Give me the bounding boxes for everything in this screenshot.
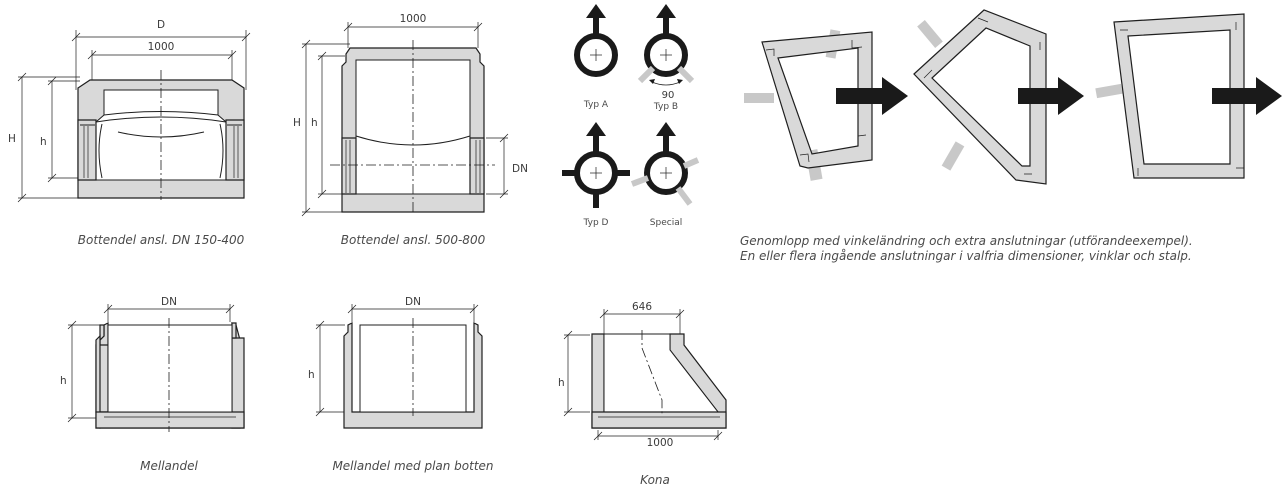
drawing-bottendel-small: D 1000 H h [8, 19, 251, 247]
dim-h: h [60, 375, 67, 387]
dim-1000: 1000 [400, 13, 427, 25]
dim-DN: DN [405, 296, 421, 308]
drawing-kona: 646 h 1000 Kona [558, 301, 727, 487]
dim-h: h [308, 369, 315, 381]
symbol-typ-d: Typ D [562, 122, 630, 228]
dim-D: D [157, 19, 165, 31]
drawing-mellandel-plan: DN h Mellandel med plan botten [308, 296, 494, 473]
genomlopp-example-1 [744, 29, 908, 181]
symbol-typ-a: Typ A [574, 4, 618, 110]
genomlopp-example-2 [913, 9, 1084, 185]
genomlopp-examples: Genomlopp med vinkeländring och extra an… [740, 9, 1282, 263]
dim-DN: DN [512, 163, 528, 175]
caption-genomlopp-line1: Genomlopp med vinkeländring och extra an… [740, 234, 1193, 248]
dim-H: H [8, 133, 16, 145]
dim-1000: 1000 [148, 41, 175, 53]
dim-H: H [293, 117, 301, 129]
caption-kona: Kona [640, 473, 670, 487]
symbol-special: Special [630, 122, 700, 228]
dim-h: h [311, 117, 318, 129]
caption-bottendel-large: Bottendel ansl. 500-800 [341, 233, 486, 247]
label-typ-b-angle: 90 [662, 90, 675, 101]
caption-genomlopp-line2: En eller flera ingående anslutningar i v… [740, 249, 1192, 263]
label-typ-b: Typ B [653, 102, 678, 112]
connection-types: Typ A 90 Typ B Typ D [562, 4, 700, 228]
dim-DN: DN [161, 296, 177, 308]
drawing-bottendel-large: 1000 H h DN Bottendel ansl. 5 [293, 13, 528, 247]
caption-bottendel-small: Bottendel ansl. DN 150-400 [78, 233, 245, 247]
caption-mellandel-plan: Mellandel med plan botten [332, 459, 493, 473]
caption-mellandel: Mellandel [140, 459, 198, 473]
dim-646: 646 [632, 301, 652, 313]
dim-h: h [558, 377, 565, 389]
drawing-mellandel: DN h Mellandel [60, 296, 245, 473]
label-typ-a: Typ A [583, 100, 609, 110]
symbol-typ-b: 90 Typ B [637, 4, 695, 112]
label-special: Special [650, 218, 682, 228]
dim-h: h [40, 136, 47, 148]
label-typ-d: Typ D [583, 218, 609, 228]
dim-1000: 1000 [647, 437, 674, 449]
genomlopp-example-3 [1095, 13, 1282, 179]
